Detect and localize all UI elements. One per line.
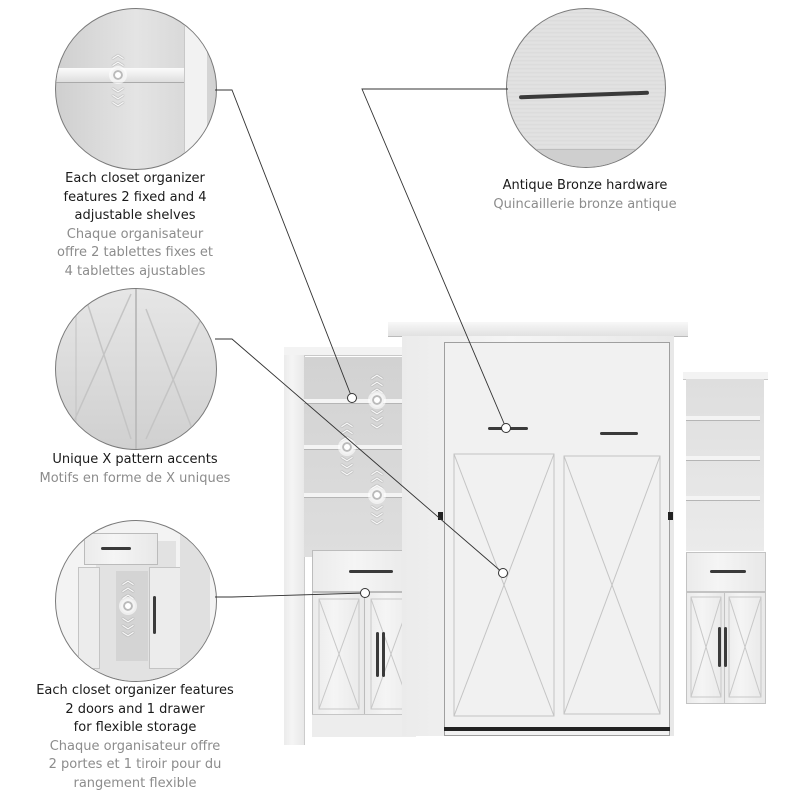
murphy-bed-cabinet xyxy=(388,322,688,736)
chevron-down-icon: ﹀﹀﹀ xyxy=(121,617,134,645)
x-pattern-icon xyxy=(65,289,202,449)
callout-dot-x-pattern[interactable] xyxy=(498,568,508,578)
bed-panel-right xyxy=(560,452,666,722)
adjust-target-icon xyxy=(121,599,135,613)
callout-dot-shelves[interactable] xyxy=(347,393,357,403)
caption-x-pattern: Unique X pattern accents Motifs en forme… xyxy=(39,452,231,486)
caption-doors-drawer: Each closet organizer features 2 doors a… xyxy=(36,683,234,791)
chevron-up-icon: ︿︿︿ xyxy=(121,573,134,601)
bed-panel-left xyxy=(448,452,558,722)
caption-hardware: Antique Bronze hardware Quincaillerie br… xyxy=(493,178,677,212)
shelf-detail-circle: ︿︿︿ ﹀﹀﹀ xyxy=(55,8,217,170)
right-closet-organizer xyxy=(683,372,768,720)
hardware-detail-circle xyxy=(506,8,666,168)
bronze-handle-icon xyxy=(518,90,650,100)
callout-dot-hardware[interactable] xyxy=(501,423,511,433)
cabinet-detail-circle: ︿︿︿ ﹀﹀﹀ xyxy=(55,520,217,682)
callout-dot-doors-drawer[interactable] xyxy=(360,588,370,598)
x-pattern-detail-circle xyxy=(55,288,217,450)
adjust-target-icon xyxy=(111,68,125,82)
chevron-down-icon: ﹀﹀﹀ xyxy=(111,87,124,115)
bed-handle-right xyxy=(600,432,638,435)
cabinet-door-left xyxy=(312,592,366,716)
caption-shelves: Each closet organizer features 2 fixed a… xyxy=(56,171,213,279)
